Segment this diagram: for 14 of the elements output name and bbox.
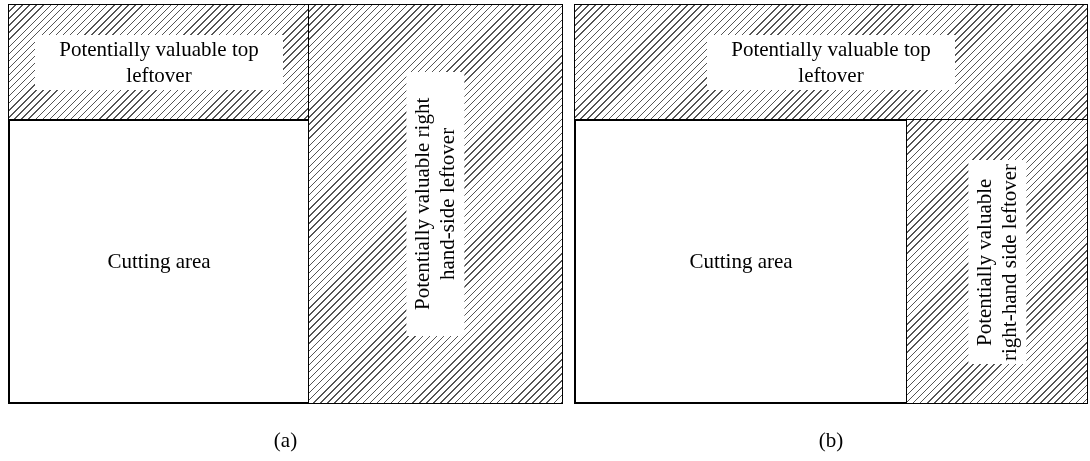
sheet-outline: [574, 4, 1088, 404]
hatched-leftover-region: [308, 4, 563, 404]
hatched-leftover-region: [574, 4, 1088, 121]
sheet-outline: [8, 4, 563, 404]
panel-caption: (a): [272, 428, 299, 453]
region-label: Cutting area: [107, 248, 211, 275]
panel-caption: (b): [817, 428, 845, 453]
region-label: Potentially valuable right hand-side leftover: [406, 72, 465, 336]
hatched-leftover-region: [906, 119, 1088, 404]
region-label: Cutting area: [689, 248, 793, 275]
hatched-leftover-region: [8, 4, 310, 121]
region-label: Potentially valuable top leftover: [35, 35, 283, 90]
region-label: Potentially valuable top leftover: [707, 35, 955, 90]
region-label: Potentially valuable right-hand side leftover: [967, 159, 1027, 364]
